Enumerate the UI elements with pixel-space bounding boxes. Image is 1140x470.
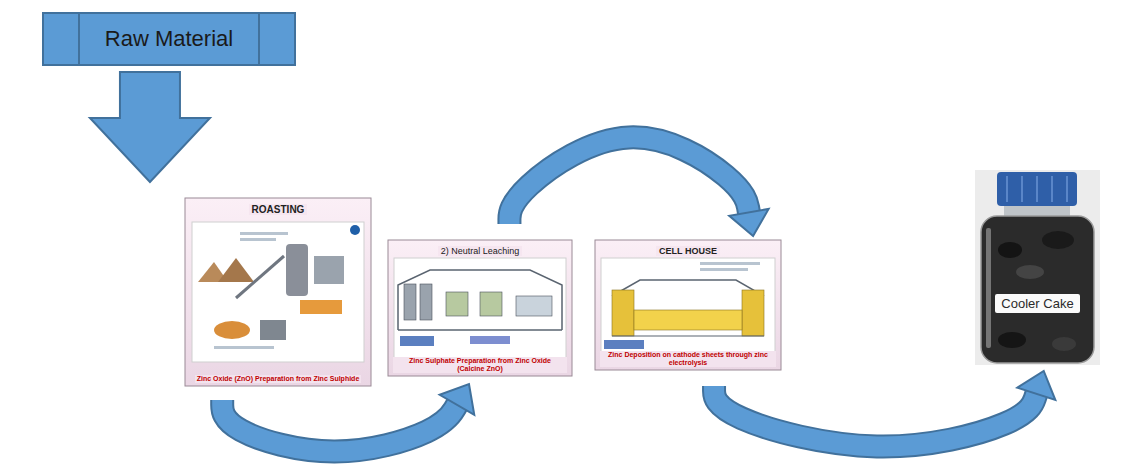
- slide-picture-ground: [394, 258, 566, 358]
- jar-cap: [997, 172, 1077, 206]
- cake-lump: [1016, 265, 1044, 279]
- slide-title: CELL HOUSE: [656, 246, 720, 256]
- flow-arrow: [714, 371, 1055, 446]
- picture-note-line: [700, 268, 748, 271]
- predefined-process-box: Raw Material: [42, 12, 296, 66]
- arrow-head: [1017, 371, 1055, 400]
- building-outline: [398, 270, 562, 330]
- slide-panel: [388, 240, 572, 376]
- cake-lump: [1042, 231, 1074, 249]
- slide-panel: [185, 198, 371, 386]
- flow-arrow: [509, 137, 768, 236]
- picture-note-line: [240, 232, 288, 235]
- floor-line: [612, 335, 764, 336]
- cooler-unit: [260, 320, 286, 340]
- slide-caption: Zinc Sulphate Preparation from Zinc Oxid…: [393, 357, 567, 373]
- picture-note-line: [214, 346, 274, 349]
- roof-outline: [612, 280, 764, 296]
- glass-highlight: [986, 228, 991, 348]
- arrow-head: [440, 384, 475, 415]
- picture-note-box: [400, 336, 434, 346]
- calcine-bin: [300, 300, 342, 314]
- box-label: Raw Material: [105, 26, 233, 52]
- thickener: [480, 292, 502, 316]
- tank: [214, 321, 250, 339]
- slide-title: ROASTING: [249, 204, 308, 215]
- picture-note-box: [604, 340, 644, 349]
- roaster-furnace: [286, 244, 308, 296]
- slide-picture-ground: [192, 222, 364, 362]
- filter-press: [516, 296, 552, 316]
- electrolysis-cells: [634, 310, 742, 330]
- boiler-unit: [314, 256, 344, 284]
- cake-lump: [998, 242, 1022, 258]
- picture-note-box: [470, 336, 510, 344]
- crane-tower: [612, 290, 634, 336]
- slide-caption: Zinc Oxide (ZnO) Preparation from Zinc S…: [195, 375, 362, 383]
- arrow-head: [729, 209, 768, 236]
- thickener: [446, 292, 468, 316]
- arrow-outline: [509, 137, 748, 224]
- predefined-bar: [258, 14, 260, 64]
- slide-thumbnail: 2) Neutral LeachingZinc Sulphate Prepara…: [388, 240, 572, 376]
- picture-note-line: [700, 262, 760, 265]
- predefined-bar: [78, 14, 80, 64]
- slide-title: 2) Neutral Leaching: [438, 246, 523, 256]
- leach-tank: [420, 284, 432, 320]
- cake-lump: [1052, 337, 1076, 351]
- slide-thumbnail: ROASTING Zinc Oxide (ZnO) Preparation fro…: [185, 198, 371, 386]
- flow-arrow: [90, 72, 210, 182]
- cap-ridge: [1021, 176, 1023, 202]
- picture-note-line: [240, 238, 276, 241]
- cap-ridge: [1006, 176, 1008, 202]
- slide-caption: Zinc Deposition on cathode sheets throug…: [600, 351, 776, 367]
- arrow-shaft: [714, 386, 1036, 446]
- slide-thumbnail: CELL HOUSE Zinc Deposition on cathode she…: [595, 240, 781, 370]
- cap-ridge: [1036, 176, 1038, 202]
- arrow-shaft: [222, 400, 457, 451]
- sample-jar-photo: Cooler Cake: [975, 170, 1100, 365]
- slide-panel: [595, 240, 781, 370]
- logo-mark: [350, 225, 360, 235]
- cap-ridge: [1066, 176, 1068, 202]
- leach-tank: [404, 284, 416, 320]
- jar-body: [981, 216, 1094, 363]
- arrow-outline: [714, 386, 1036, 446]
- flow-arrow: [222, 384, 474, 451]
- arrow-outline: [222, 400, 457, 451]
- arrow-shaft: [509, 137, 748, 224]
- floor-line: [398, 329, 562, 331]
- photo-ground: [975, 170, 1100, 365]
- conveyor: [236, 256, 284, 298]
- block-arrow: [90, 72, 210, 182]
- slide-picture-ground: [601, 258, 775, 352]
- ore-heap: [218, 258, 254, 282]
- crane-tower: [742, 290, 764, 336]
- cake-lump: [998, 332, 1026, 348]
- jar-label: Cooler Cake: [995, 294, 1079, 313]
- cap-ridge: [1051, 176, 1053, 202]
